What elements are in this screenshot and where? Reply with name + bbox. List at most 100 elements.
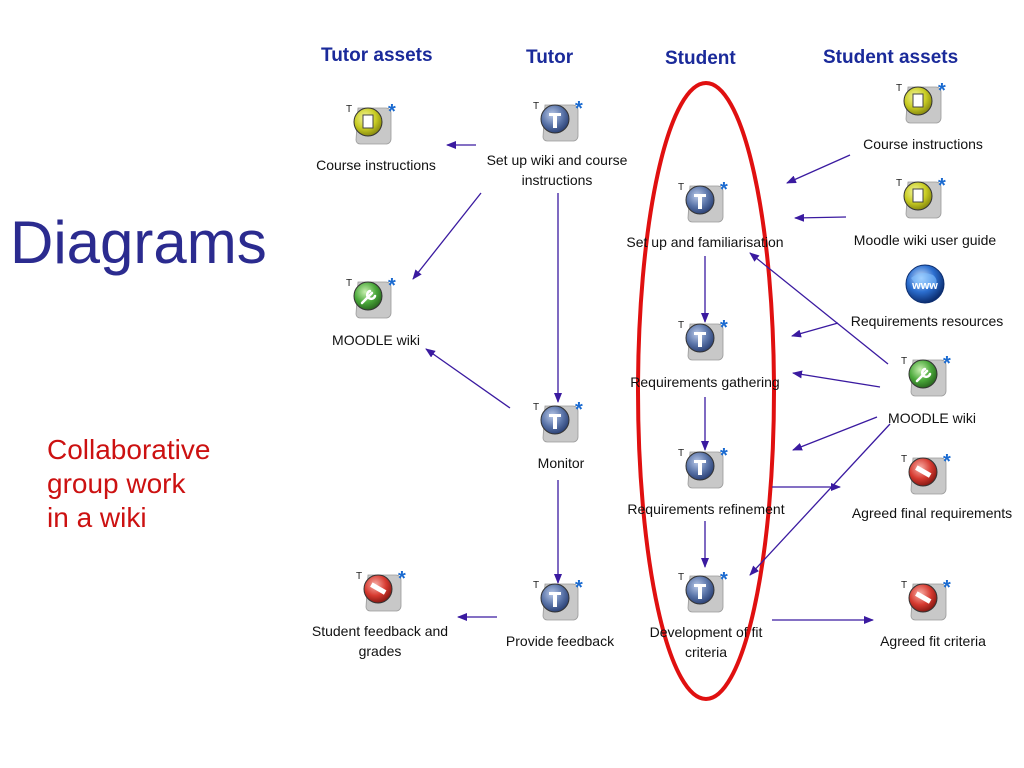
globe-www-label: www [911, 280, 938, 292]
node-s_gather[interactable]: T* [678, 317, 728, 361]
column-header-tutor-assets: Tutor assets [321, 45, 433, 66]
label-line: MOODLE wiki [332, 332, 420, 348]
text-glyph [549, 414, 561, 429]
label-sa_fit: Agreed fit criteria [863, 631, 1003, 651]
arrow-connector [749, 252, 889, 365]
label-s_refine: Requirements refinement [611, 499, 801, 519]
wrench-glyph [360, 289, 377, 305]
label-t_provide: Provide feedback [490, 631, 630, 651]
star-badge: * [938, 175, 946, 197]
label-ta_course: Course instructions [296, 155, 456, 175]
node-sa_fit[interactable]: T* [901, 577, 951, 621]
node-t_setup[interactable]: T* [533, 98, 583, 142]
node-sa_course[interactable]: T* [896, 80, 946, 124]
t-badge: T [533, 101, 539, 112]
label-sa_moodle: MOODLE wiki [872, 408, 992, 428]
node-t_monitor[interactable]: T* [533, 399, 583, 443]
node-ta_feedback[interactable]: T* [356, 568, 406, 612]
arrow-connector [749, 423, 891, 576]
document-glyph [362, 114, 374, 129]
t-badge: T [533, 580, 539, 591]
column-header-student: Student [665, 48, 736, 69]
node-s_dev[interactable]: T* [678, 569, 728, 613]
t-badge: T [896, 178, 902, 189]
label-s_gather: Requirements gathering [615, 372, 795, 392]
document-glyph [912, 188, 924, 203]
label-line: Course instructions [863, 136, 983, 152]
label-line: Requirements resources [850, 313, 1004, 329]
no-entry-bar [915, 465, 932, 478]
label-t_monitor: Monitor [521, 453, 601, 473]
node-ta_moodle[interactable]: T* [346, 275, 396, 319]
star-badge: * [943, 577, 951, 599]
star-badge: * [575, 399, 583, 421]
t-badge: T [533, 402, 539, 413]
node-s_setup[interactable]: T* [678, 179, 728, 223]
star-badge: * [575, 98, 583, 120]
no-entry-bar [370, 582, 387, 595]
label-line: Set up wiki and course [486, 152, 628, 168]
label-line: grades [358, 643, 402, 659]
t-badge: T [678, 448, 684, 459]
arrow-connector [792, 416, 878, 451]
t-badge: T [678, 572, 684, 583]
label-ta_moodle: MOODLE wiki [316, 330, 436, 350]
node-t_provide[interactable]: T* [533, 577, 583, 621]
wrench-glyph [915, 367, 932, 383]
label-line: Course instructions [316, 157, 436, 173]
arrow-connector [791, 322, 839, 338]
t-badge: T [901, 356, 907, 367]
node-sa_resources[interactable]: www [905, 264, 945, 304]
label-sa_course: Course instructions [843, 134, 1003, 154]
node-sa_final[interactable]: T* [901, 451, 951, 495]
globe-land-shape [911, 273, 937, 288]
label-line: Moodle wiki user guide [853, 232, 997, 248]
t-badge: T [678, 320, 684, 331]
label-t_setup: Set up wiki and course instructions [462, 150, 652, 190]
t-badge: T [346, 278, 352, 289]
label-line: instructions [521, 172, 593, 188]
text-glyph [694, 194, 706, 209]
node-s_refine[interactable]: T* [678, 445, 728, 489]
label-sa_resources: Requirements resources [837, 311, 1017, 331]
arrow-connector [786, 154, 851, 184]
star-badge: * [938, 80, 946, 102]
star-badge: * [720, 569, 728, 591]
node-sa_moodle[interactable]: T* [901, 353, 951, 397]
text-glyph [694, 332, 706, 347]
student-highlight-ellipse [636, 81, 776, 701]
document-glyph [912, 93, 924, 108]
node-ta_course[interactable]: T* [346, 101, 396, 145]
star-badge: * [398, 568, 406, 590]
slide-subtitle: Collaborative group work in a wiki [47, 433, 210, 535]
label-s_setup: Set up and familiarisation [605, 232, 805, 252]
label-sa_final: Agreed final requirements [837, 503, 1024, 523]
no-entry-bar [915, 591, 932, 604]
text-glyph [549, 113, 561, 128]
arrow-connector [412, 192, 482, 280]
t-badge: T [896, 83, 902, 94]
arrow-connector [792, 370, 881, 388]
node-sa_guide[interactable]: T* [896, 175, 946, 219]
star-badge: * [720, 445, 728, 467]
t-badge: T [346, 104, 352, 115]
label-line: Provide feedback [505, 633, 615, 649]
star-badge: * [575, 577, 583, 599]
label-sa_guide: Moodle wiki user guide [835, 230, 1015, 250]
star-badge: * [720, 317, 728, 339]
label-line: Development of fit [649, 624, 763, 640]
t-badge: T [356, 571, 362, 582]
arrow-connector [794, 213, 847, 222]
star-badge: * [720, 179, 728, 201]
subtitle-line: group work [47, 468, 186, 499]
arrow-connector [425, 348, 511, 409]
t-badge: T [901, 580, 907, 591]
text-glyph [694, 460, 706, 475]
edges [412, 141, 891, 624]
label-line: Requirements gathering [630, 374, 780, 390]
star-badge: * [388, 101, 396, 123]
star-badge: * [388, 275, 396, 297]
